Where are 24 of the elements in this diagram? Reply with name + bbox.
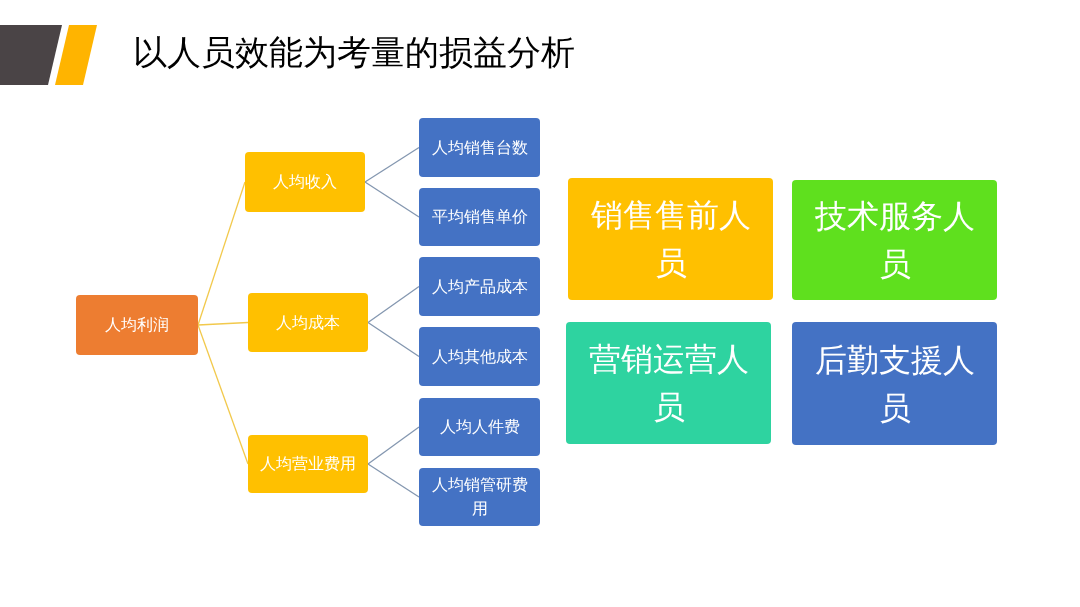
connector-line — [364, 146, 420, 183]
metric-box: 人均销管研费用 — [419, 468, 540, 526]
connector-line — [367, 321, 420, 358]
connector-line — [367, 463, 420, 498]
metric-box: 人均其他成本 — [419, 327, 540, 386]
metric-box: 人均营业费用 — [248, 435, 368, 493]
connector-line — [367, 285, 420, 324]
role-box: 营销运营人员 — [566, 322, 771, 444]
connector-line — [364, 181, 420, 218]
metric-box: 人均成本 — [248, 293, 368, 352]
role-box: 后勤支援人员 — [792, 322, 997, 445]
role-box: 技术服务人员 — [792, 180, 997, 300]
metric-box: 平均销售单价 — [419, 188, 540, 246]
metric-box: 人均人件费 — [419, 398, 540, 456]
metric-box: 人均销售台数 — [419, 118, 540, 177]
metric-box: 人均产品成本 — [419, 257, 540, 316]
metric-box: 人均收入 — [245, 152, 365, 212]
connector-line — [197, 324, 249, 465]
connector-line — [197, 321, 249, 326]
slide-title: 以人员效能为考量的损益分析 — [133, 31, 575, 74]
metric-box: 人均利润 — [76, 295, 198, 355]
connector-line — [367, 426, 420, 465]
role-box: 销售售前人员 — [568, 178, 773, 300]
connector-line — [197, 181, 246, 326]
